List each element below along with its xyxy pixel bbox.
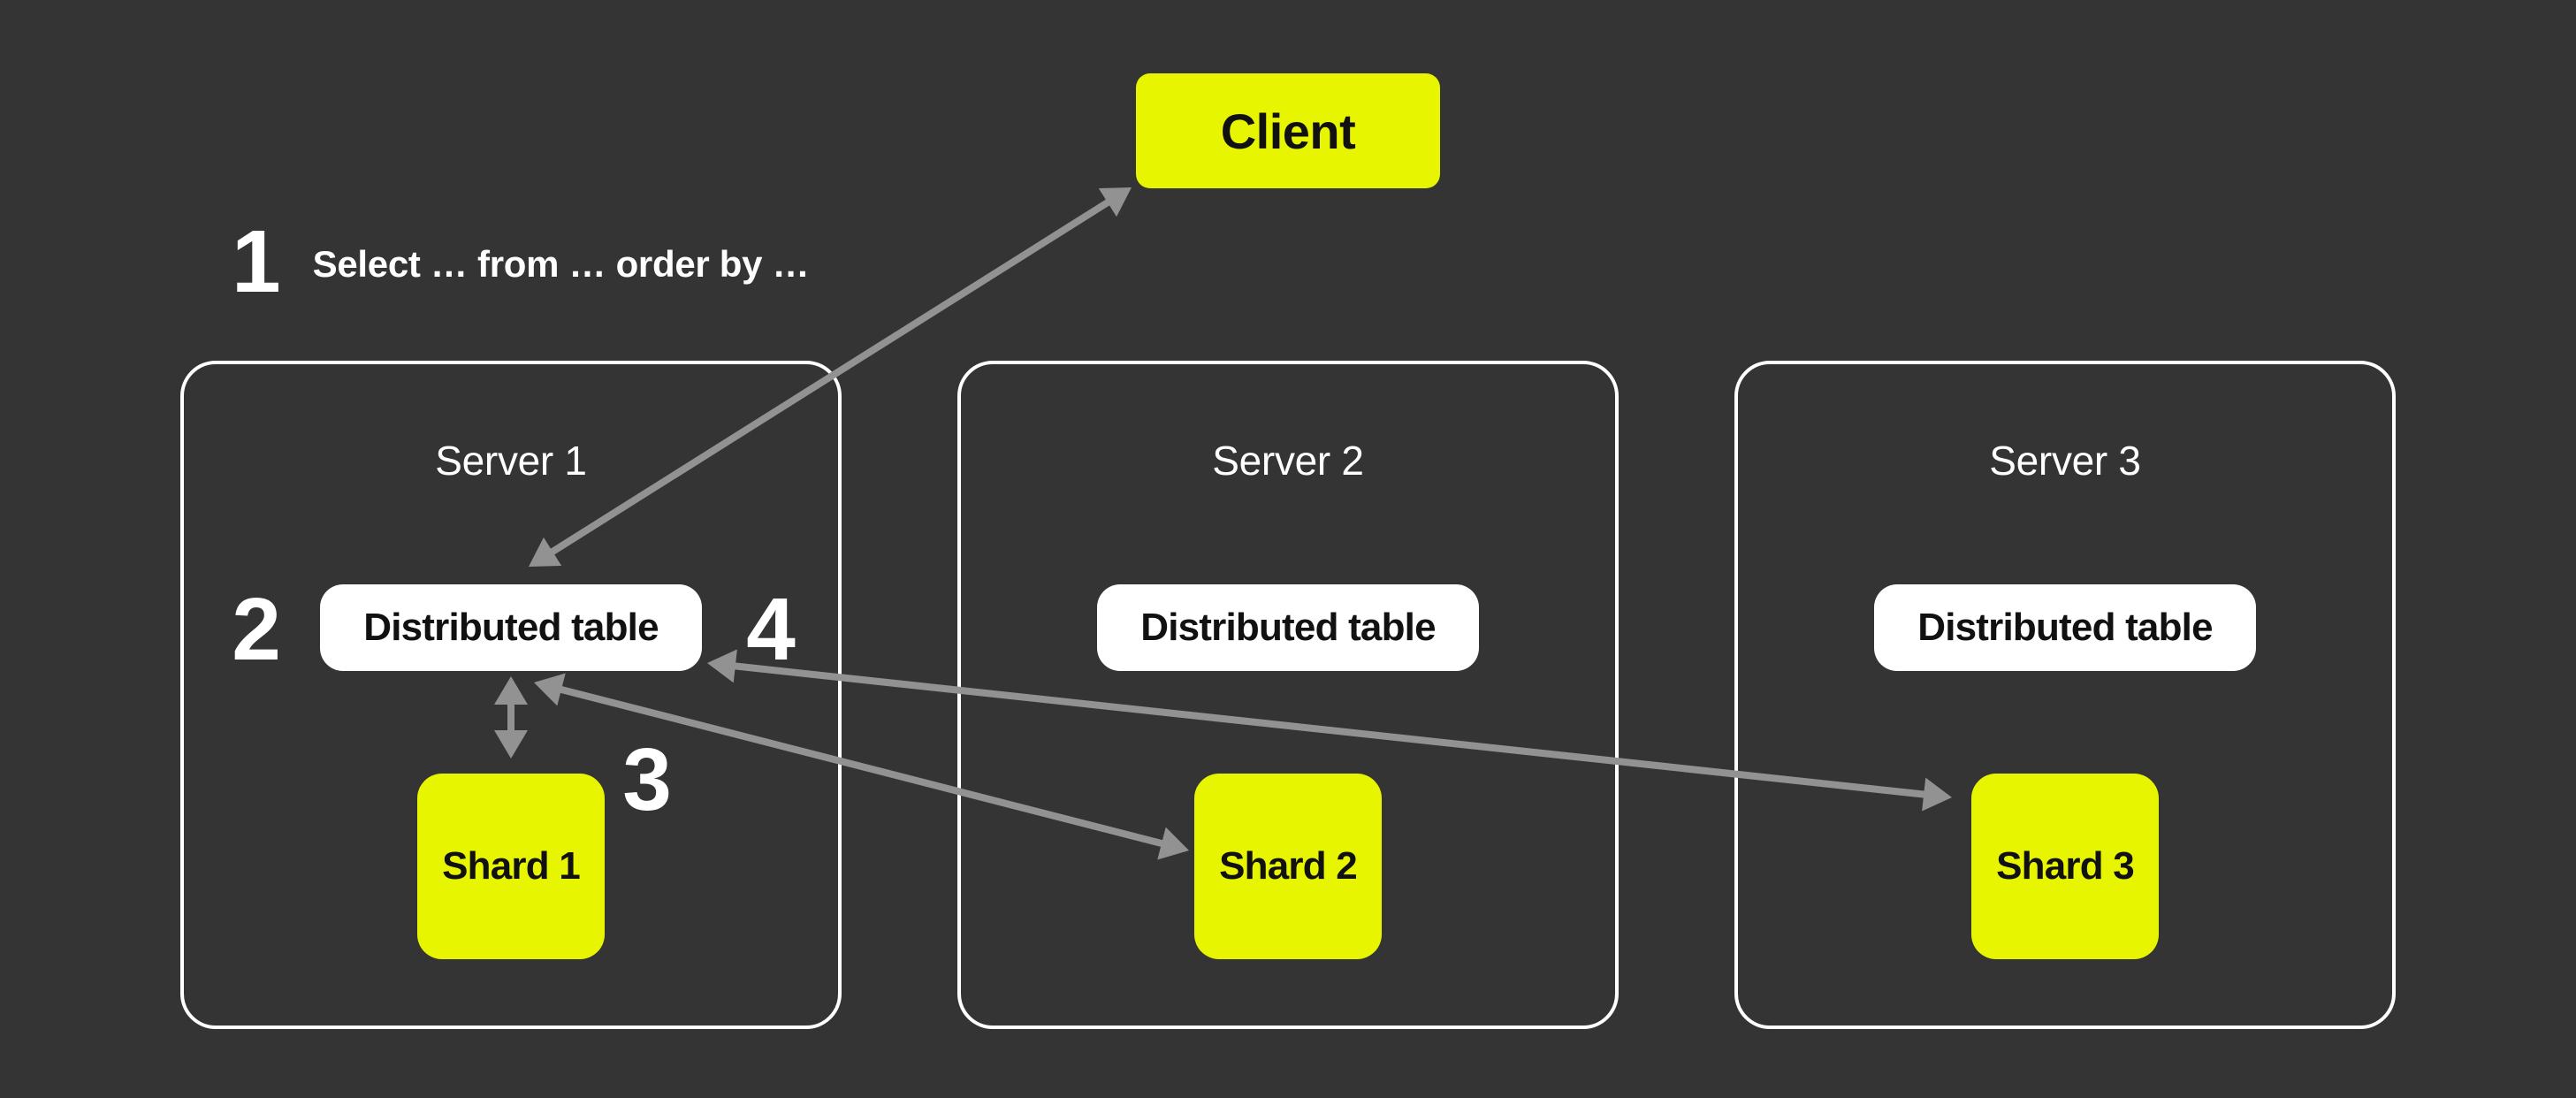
server-2-title: Server 2 bbox=[1212, 438, 1364, 484]
client-box: Client bbox=[1136, 73, 1440, 188]
step-3-number: 3 bbox=[622, 730, 672, 829]
server-1-box: Server 1 Distributed table Shard 1 bbox=[180, 361, 842, 1029]
server-2-box: Server 2 Distributed table Shard 2 bbox=[957, 361, 1619, 1029]
distributed-table-3: Distributed table bbox=[1874, 584, 2256, 671]
distributed-table-3-label: Distributed table bbox=[1917, 606, 2213, 649]
shard-2-box: Shard 2 bbox=[1194, 774, 1382, 959]
server-3-title: Server 3 bbox=[1989, 438, 2141, 484]
step-1-number: 1 bbox=[232, 212, 281, 311]
shard-1-box: Shard 1 bbox=[417, 774, 605, 959]
step-2-number: 2 bbox=[232, 580, 281, 679]
shard-2-label: Shard 2 bbox=[1219, 844, 1358, 888]
server-3-box: Server 3 Distributed table Shard 3 bbox=[1734, 361, 2396, 1029]
server-1-title: Server 1 bbox=[435, 438, 587, 484]
distributed-table-1-label: Distributed table bbox=[363, 606, 659, 649]
shard-3-box: Shard 3 bbox=[1971, 774, 2159, 959]
shard-1-label: Shard 1 bbox=[442, 844, 581, 888]
step-4-number: 4 bbox=[746, 580, 796, 679]
distributed-table-1: Distributed table bbox=[320, 584, 702, 671]
distributed-table-2: Distributed table bbox=[1097, 584, 1479, 671]
client-label: Client bbox=[1220, 103, 1356, 159]
query-annotation: 1 Select … from … order by … bbox=[232, 212, 810, 311]
distributed-table-2-label: Distributed table bbox=[1140, 606, 1436, 649]
query-text: Select … from … order by … bbox=[312, 243, 810, 285]
shard-3-label: Shard 3 bbox=[1996, 844, 2135, 888]
